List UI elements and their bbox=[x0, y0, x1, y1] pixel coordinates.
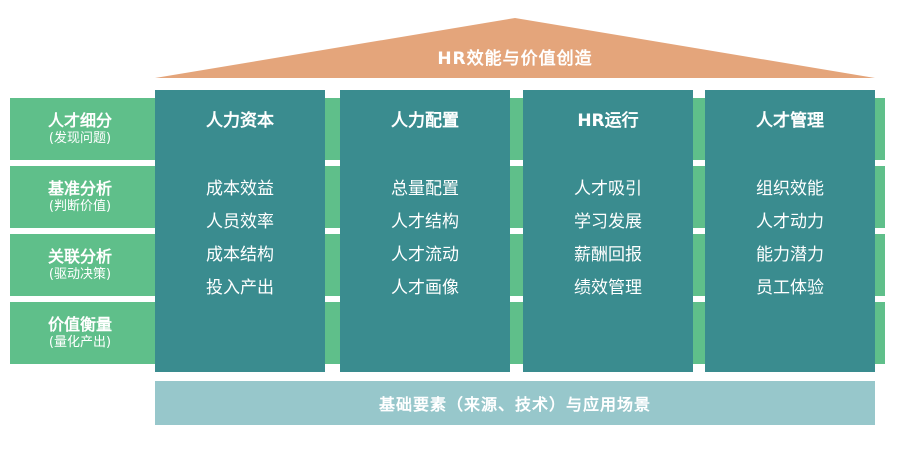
pillar-item: 人才动力 bbox=[756, 212, 824, 232]
row-subtitle: (量化产出) bbox=[48, 334, 112, 350]
pillar-item: 员工体验 bbox=[756, 278, 824, 298]
pillar-title: 人才管理 bbox=[756, 111, 824, 131]
row-subtitle: (驱动决策) bbox=[48, 266, 112, 282]
row-label-2: 基准分析 (判断价值) bbox=[10, 166, 150, 228]
pillar-human-capital: 人力资本 成本效益 人员效率 成本结构 投入产出 bbox=[155, 90, 325, 372]
row-title: 价值衡量 bbox=[47, 314, 112, 334]
row-label-4: 价值衡量 (量化产出) bbox=[10, 302, 150, 364]
row-label-1: 人才细分 (发现问题) bbox=[10, 98, 150, 160]
pillar-item: 成本效益 bbox=[206, 179, 274, 199]
pillar-item: 人才结构 bbox=[391, 212, 459, 232]
pillar-staffing: 人力配置 总量配置 人才结构 人才流动 人才画像 bbox=[340, 90, 510, 372]
pillar-talent-management: 人才管理 组织效能 人才动力 能力潜力 员工体验 bbox=[705, 90, 875, 372]
row-subtitle: (判断价值) bbox=[48, 198, 112, 214]
pillar-item: 薪酬回报 bbox=[574, 245, 642, 265]
pillar-title: HR运行 bbox=[577, 111, 639, 131]
row-title: 关联分析 bbox=[47, 246, 112, 266]
pillar-item: 能力潜力 bbox=[756, 245, 824, 265]
pillar-item: 总量配置 bbox=[391, 179, 459, 199]
row-title: 人才细分 bbox=[47, 110, 112, 130]
foundation-bar: 基础要素（来源、技术）与应用场景 bbox=[155, 381, 875, 425]
roof-shape bbox=[155, 18, 875, 78]
pillar-item: 人员效率 bbox=[206, 212, 274, 232]
pillar-item: 组织效能 bbox=[756, 179, 824, 199]
roof-label: HR效能与价值创造 bbox=[437, 49, 593, 69]
pillar-item: 人才流动 bbox=[391, 245, 459, 265]
pillar-item: 投入产出 bbox=[206, 278, 274, 298]
row-subtitle: (发现问题) bbox=[48, 130, 112, 146]
pillar-title: 人力资本 bbox=[206, 111, 274, 131]
pillar-item: 人才画像 bbox=[391, 278, 459, 298]
pillar-title: 人力配置 bbox=[391, 111, 459, 131]
pillar-item: 成本结构 bbox=[206, 245, 274, 265]
row-label-3: 关联分析 (驱动决策) bbox=[10, 234, 150, 296]
pillar-item: 绩效管理 bbox=[574, 278, 642, 298]
pillar-hr-operations: HR运行 人才吸引 学习发展 薪酬回报 绩效管理 bbox=[523, 90, 693, 372]
pillar-item: 学习发展 bbox=[574, 212, 642, 232]
row-title: 基准分析 bbox=[47, 178, 112, 198]
pillar-item: 人才吸引 bbox=[574, 179, 642, 199]
